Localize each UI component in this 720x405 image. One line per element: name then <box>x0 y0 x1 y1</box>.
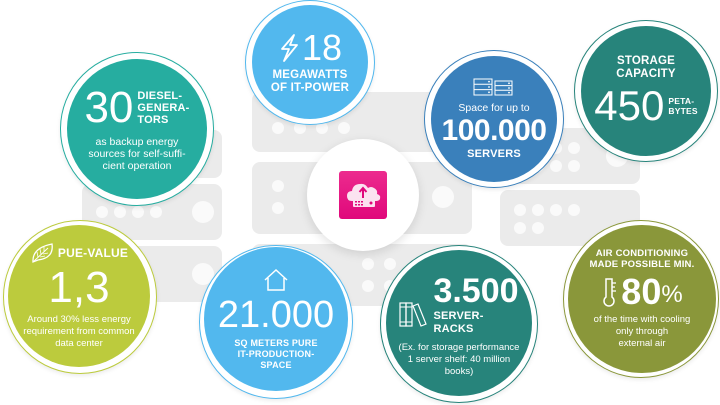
pue-number: 1,3 <box>48 263 110 312</box>
bg-server-unit <box>500 190 640 246</box>
servers-label: SERVERS <box>467 148 521 160</box>
server-rack-icon <box>473 78 515 96</box>
racks-label: SERVER- RACKS <box>433 310 484 335</box>
power-label: MEGAWATTS OF IT-POWER <box>270 68 350 94</box>
racks-description: (Ex. for storage performance 1 server sh… <box>398 342 520 377</box>
stat-servers: Space for up to 100.000 SERVERS <box>431 56 557 182</box>
diesel-label: DIESEL- GENERA- TORS <box>137 90 190 126</box>
racks-number: 3.500 <box>433 272 519 310</box>
diesel-description: as backup energy sources for self-suffi-… <box>88 136 186 172</box>
leaf-icon <box>30 242 56 264</box>
storage-label: STORAGE CAPACITY <box>616 55 676 80</box>
center-hub <box>307 139 419 251</box>
stat-air-conditioning: AIR CONDITIONING MADE POSSIBLE MIN. 80 %… <box>568 225 716 373</box>
space-label: SQ METERS PURE IT-PRODUCTION- SPACE <box>234 337 318 370</box>
diesel-number: 30 <box>84 83 134 132</box>
house-icon <box>263 268 289 292</box>
cooling-unit: % <box>661 281 683 308</box>
pue-label: PUE-VALUE <box>57 246 129 260</box>
servers-number: 100.000 <box>441 114 547 147</box>
stat-pue-value: PUE-VALUE 1,3 Around 30% less energy req… <box>8 225 150 367</box>
stat-production-space: 21.000 SQ METERS PURE IT-PRODUCTION- SPA… <box>204 247 348 391</box>
cloud-upload-server-icon <box>339 171 387 219</box>
power-number: 18 <box>301 26 343 68</box>
cooling-number: 80 <box>621 271 662 312</box>
stat-diesel-generators: 30 DIESEL- GENERA- TORS as backup energy… <box>67 59 207 199</box>
storage-unit: PETA- BYTES <box>668 96 698 116</box>
stat-storage-capacity: STORAGE CAPACITY 450 PETA- BYTES <box>581 26 711 156</box>
cooling-description: of the time with cooling only through ex… <box>593 314 691 349</box>
cooling-label: AIR CONDITIONING MADE POSSIBLE MIN. <box>589 248 695 270</box>
lightning-icon <box>278 33 300 63</box>
servers-pretext: Space for up to <box>458 102 530 114</box>
pue-description: Around 30% less energy requirement from … <box>23 314 135 349</box>
stat-server-racks: 3.500 SERVER- RACKS (Ex. for storage per… <box>386 250 532 396</box>
stat-it-power: 18 MEGAWATTS OF IT-POWER <box>252 5 368 119</box>
storage-number: 450 <box>594 82 665 129</box>
space-number: 21.000 <box>217 293 335 336</box>
thermometer-icon <box>601 276 617 308</box>
books-icon <box>399 300 428 328</box>
